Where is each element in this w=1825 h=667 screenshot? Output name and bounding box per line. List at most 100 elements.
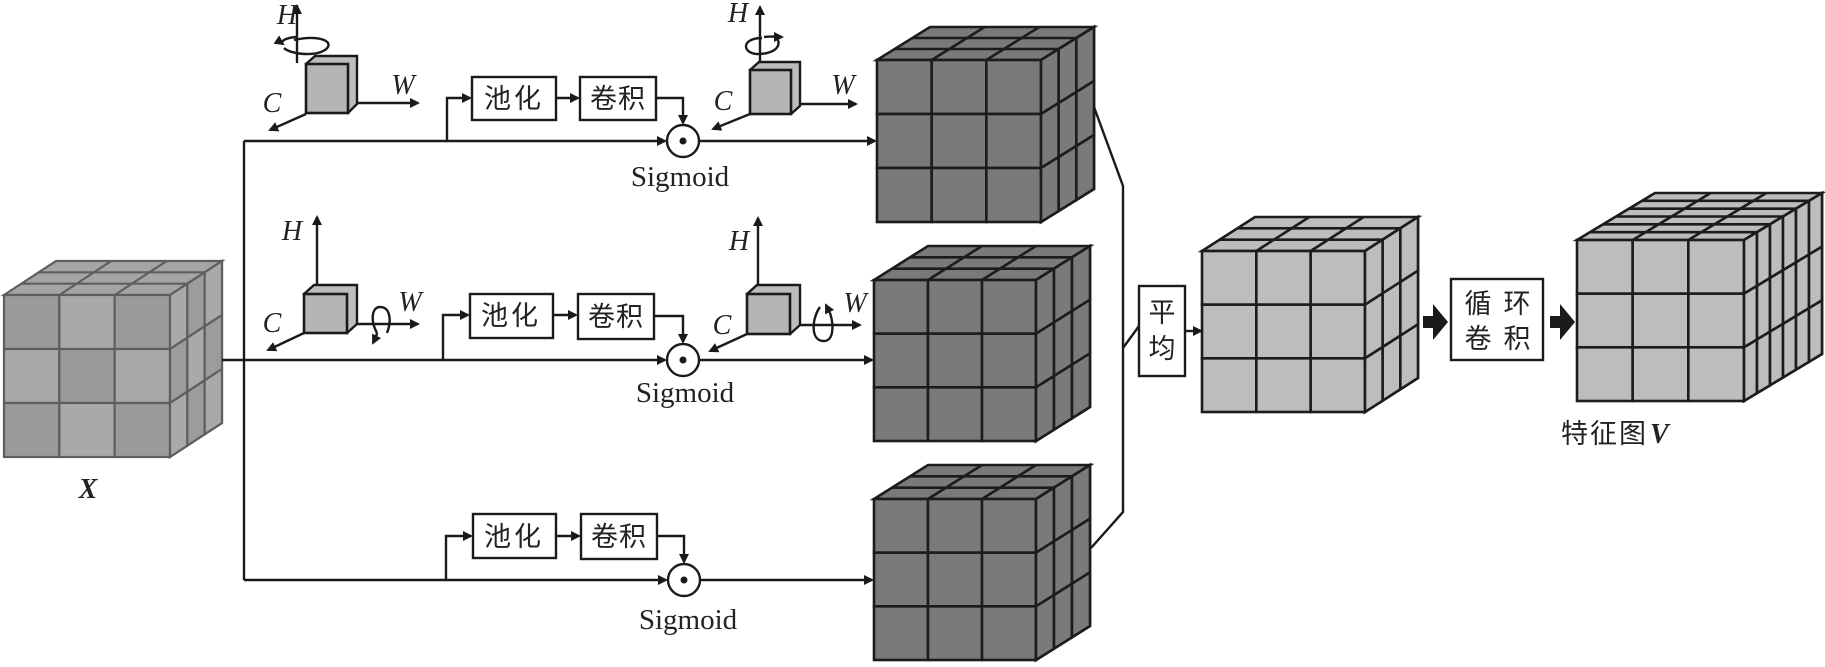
cube-front-cell [58,401,116,459]
branch-middle-axis-h-label: H [281,216,304,247]
cube-front-cell [980,386,1038,443]
cube-side-cell [1755,222,1772,289]
cube-front-cell [1687,292,1746,349]
cube-side-cell [1070,350,1092,421]
merge-bracket-line [1090,106,1125,549]
cube-side-cell [1807,298,1824,365]
cube-side-cell [1052,362,1074,433]
branch-bottom-multiply-odot-icon [666,562,702,598]
mean-to-circular-conv-block-arrow-icon [1423,304,1448,340]
branch-top: 池化 卷积 Sigmoid H W C [244,0,877,193]
cube-side-cell [1381,333,1402,404]
cube-side-cell [1794,198,1811,265]
branch-top-sigmoid-label: Sigmoid [631,161,730,193]
cube-front-cell [875,58,933,116]
circular-conv-label-2a: 卷 [1465,324,1492,355]
circular-conv-box [1449,277,1545,362]
branch-top-axis-w-label: W [391,70,417,101]
merge-to-average-line [1122,325,1140,349]
cube-front-cell [1575,292,1634,349]
cube-front-cell [872,332,930,389]
branch-middle-result-axis-c-label: C [713,310,732,341]
cube-front-cell [875,112,933,170]
cube-top-grid-line [930,25,986,62]
branch-bottom-pool-connector [444,531,473,580]
branch-bottom-pool-box [471,512,558,560]
cube-front-cell [113,401,172,459]
cube-top-grid-line [1631,191,1712,242]
branch-middle-multiply-odot-icon [665,342,701,378]
average-block: 平 均 [1137,284,1203,378]
cube-side-cell [1039,154,1060,225]
cube-front-cell [926,551,984,608]
cube-front-cell [1200,303,1258,360]
cube-side-cell [1755,329,1772,396]
cube-side-cell [1742,229,1759,296]
branch-bottom-conv-to-gate-arrow [657,534,689,564]
cube-side-cell [1363,344,1384,415]
branch-top-output-cube [872,24,1099,225]
cube-top-grid-line [1255,215,1311,253]
branch-top-pool-connector [445,93,472,141]
input-cube-x [0,258,226,460]
branch-middle-conv-label: 卷积 [588,302,644,333]
cube-top-grid-line [1687,191,1768,242]
input-label-x: X [78,474,99,505]
cube-side-cell [1034,373,1056,444]
branch-middle-axis-c-label: C [263,308,282,339]
cube-front-cell [930,166,988,224]
branch-middle-pool-label: 池化 [481,301,541,332]
branch-bottom: 池化 卷积 Sigmoid [244,512,874,636]
cube-front-cell [1687,238,1746,295]
average-label-line2: 均 [1149,334,1176,365]
branch-middle-result-axis-w-label: W [843,288,869,319]
cube-front-cell [980,551,1038,608]
cube-front-cell [1200,357,1258,414]
cube-top-grid-line [114,260,168,296]
cube-front-cell [872,497,930,554]
cube-side-cell [1742,337,1759,404]
cube-top-grid-line [981,463,1037,501]
branch-top-conv-to-gate-arrow [656,96,688,125]
cube-front-cell [930,112,988,170]
cube-top-grid-line [927,244,983,282]
circular-conv-block: 循 环 卷 积 [1449,277,1545,362]
branch-middle-conv-box [576,292,656,341]
output-label-text: 特征图 [1561,419,1648,450]
cube-side-cell [1034,592,1056,663]
cube-front-cell [875,166,933,224]
cube-front-cell [1309,357,1367,414]
branch-middle-pool-box [468,292,555,340]
cube-side-cell [1781,260,1798,327]
branch-top-rotate-axes-icon: H W C [263,0,420,132]
cube-top-grid-line [58,260,112,296]
main-trunk [222,141,246,580]
cube-front-cell [926,386,984,443]
cube-front-cell [872,386,930,443]
branch-middle-rotate-axes-icon: H W C [263,215,424,352]
cube-front-cell [58,293,116,351]
cube-front-cell [1255,303,1312,360]
cube-front-cell [113,347,172,405]
branch-top-conv-label: 卷积 [590,84,646,115]
cube-side-cell [168,389,189,460]
cube-top-grid-line [1309,215,1365,253]
cube-front-cell [1631,292,1690,349]
cube-front-cell [872,278,930,335]
cube-side-cell [186,378,206,448]
cube-front-cell [1631,238,1690,295]
cube-side-cell [1052,581,1074,652]
cube-side-cell [1781,313,1798,380]
cube-side-cell [1807,190,1824,257]
cube-front-cell [1631,346,1690,403]
branch-top-result-axes-icon: H W C [711,0,858,131]
branch-middle-pool-connector [441,310,470,360]
cube-side-cell [1794,252,1811,319]
cube-front-cell [980,497,1038,554]
cube-side-cell [1075,132,1096,203]
cube-front-cell [926,605,984,662]
cube-side-cell [1781,206,1798,273]
circular-conv-to-output-block-arrow-icon [1550,304,1575,340]
cube-front-cell [985,112,1043,170]
branch-middle-axis-w-label: W [398,287,424,318]
